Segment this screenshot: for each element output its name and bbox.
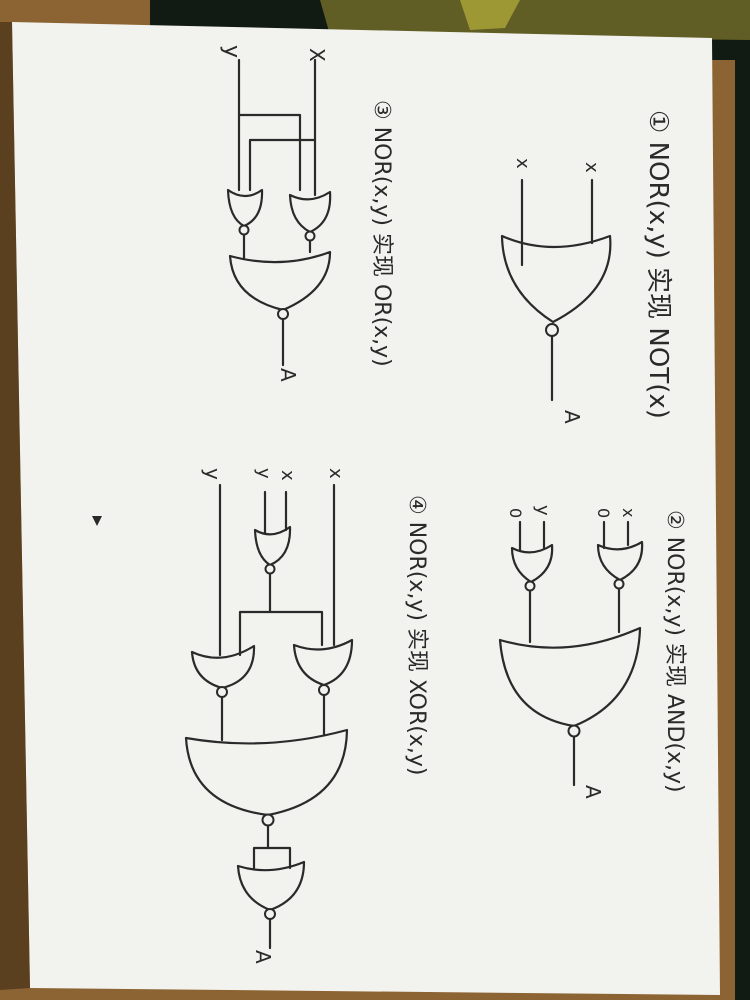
title-xor: ④ NOR(x,y) 实现 XOR(x,y) [404,495,429,775]
nor-gate-4d [184,728,349,817]
inverter-bubble [264,908,276,920]
yellow-patterned-cover [320,0,750,40]
inverter-bubble [304,230,316,242]
yellow-patterned-cover-2 [460,0,520,30]
label-x: x [277,470,298,481]
inverter-bubble [216,686,228,698]
nor-gate-2b [510,543,554,584]
label-output: A [251,950,275,964]
label-y: y [201,468,225,480]
nor-gate-3a [226,188,264,228]
label-output: A [276,368,300,382]
nor-gate-4c [292,638,354,687]
inverter-bubble [277,308,289,320]
inverter-bubble [238,224,250,236]
label-zero: 0 [506,508,525,518]
inverter-bubble [613,578,625,590]
nor-gate-3c [228,250,332,312]
label-x: x [325,468,346,479]
nor-gate-2c [498,626,642,728]
label-X: X [305,48,329,62]
label-x: x [619,508,638,517]
inverter-bubble [567,724,581,738]
inverter-bubble [261,813,275,827]
nor-gate-1 [500,234,612,324]
label-output: A [581,785,605,799]
circuit-or [226,58,332,367]
label-y: y [219,45,244,58]
paper-sheet [12,22,720,995]
label-y: y [532,505,553,516]
inverter-bubble [318,684,330,696]
inverter-bubble [545,323,559,337]
nor-gate-4b [190,644,256,690]
circuit-and [498,520,644,787]
nor-gate-4a [253,525,292,567]
circuit-not [500,178,612,402]
paper-shadow [0,22,30,990]
split-wire [238,572,324,657]
label-x: x [581,162,602,173]
nor-gate-3b [288,190,332,234]
label-y: y [253,468,274,479]
title-and: ② NOR(x,y) 实现 AND(x,y) [662,510,687,793]
play-triangle-icon [92,516,102,526]
title-not: ① NOR(x,y) 实现 NOT(x) [643,110,673,419]
label-zero: 0 [594,508,613,518]
split-wire [252,824,292,870]
nor-gate-2a [596,540,644,582]
crossover-wire [237,113,302,192]
crossover-wire [248,138,317,192]
circuit-xor [184,483,354,950]
label-output: A [560,410,584,424]
inverter-bubble [524,580,536,592]
dark-object-right [700,0,750,1000]
nor-gate-4e [236,860,306,912]
inverter-bubble [264,563,276,575]
label-x: x [512,158,533,169]
title-or: ③ NOR(x,y) 实现 OR(x,y) [369,100,394,367]
